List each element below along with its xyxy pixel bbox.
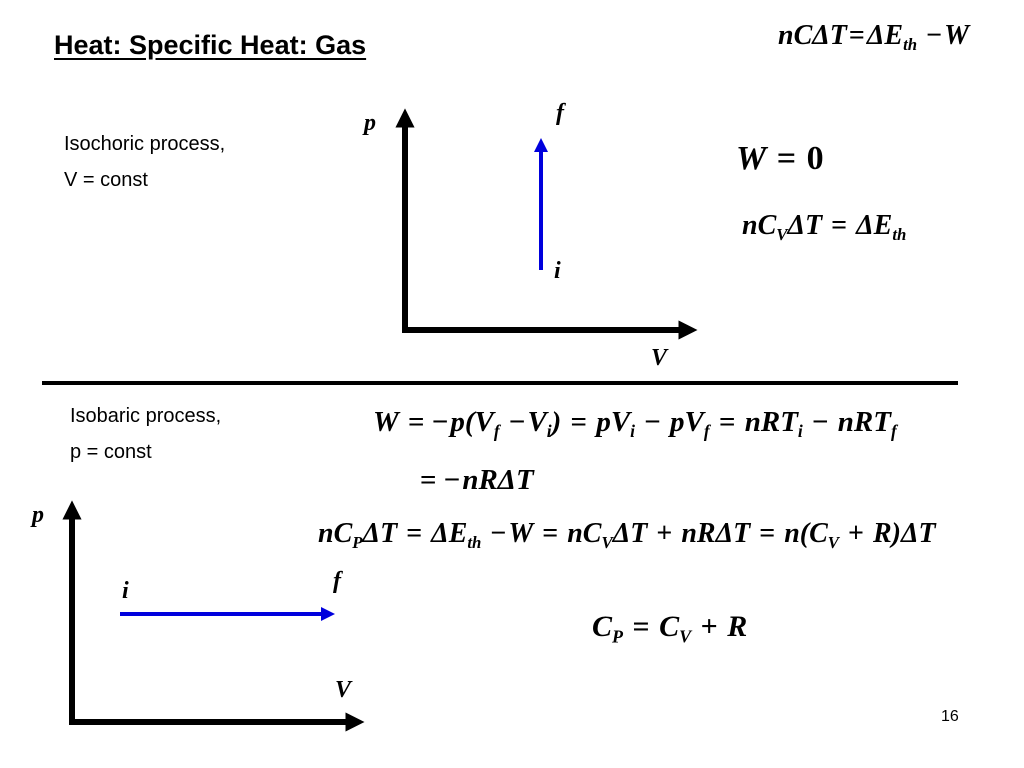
eq-subscript: f (890, 421, 897, 442)
eq-term: ΔT (362, 518, 398, 549)
eq-subscript: th (467, 532, 482, 552)
eq-term: ΔE (856, 210, 893, 241)
eq-term: C (659, 610, 680, 643)
eq-subscript: V (776, 224, 788, 244)
eq-subscript: P (612, 626, 624, 647)
eq-subscript: V (827, 532, 839, 552)
eq-term: W (944, 20, 969, 51)
eq-term: ΔE (866, 20, 904, 51)
eq-term: R (727, 610, 748, 643)
isochoric-label-line2: V = const (64, 169, 148, 191)
isochoric-energy-equation: nCVΔT = ΔEth (742, 210, 907, 244)
eq-term: ΔE (431, 518, 468, 549)
page-title: Heat: Specific Heat: Gas (54, 30, 367, 60)
isobaric-label-line1: Isobaric process, (70, 405, 222, 427)
isochoric-work-equation: W = 0 (736, 140, 824, 177)
eq-term: nCΔT (778, 20, 847, 51)
isobaric-heat-equation: nCPΔT = ΔEth −W = nCVΔT + nRΔT = n(CV + … (318, 518, 936, 552)
eq-term: nRT (744, 406, 798, 438)
isochoric-axis-label-p: p (364, 110, 376, 136)
isobaric-work-equation-line2: = −nRΔT (420, 464, 534, 496)
eq-subscript: i (797, 421, 803, 442)
eq-subscript: V (601, 532, 613, 552)
eq-term: ) (551, 406, 562, 438)
eq-term: W (373, 406, 399, 438)
eq-term: V (527, 406, 547, 438)
isobaric-point-f: f (333, 568, 341, 594)
eq-term: pV (670, 406, 704, 438)
eq-subscript: V (679, 626, 692, 647)
eq-subscript: f (493, 421, 500, 442)
eq-term: ΔT (787, 210, 823, 241)
eq-subscript: i (546, 421, 552, 442)
eq-subscript: P (352, 532, 363, 552)
isobaric-label: Isobaric process, p = const (70, 398, 221, 470)
section-divider (42, 381, 958, 385)
eq-term: 0 (806, 140, 824, 177)
eq-term: nRΔT (681, 518, 751, 549)
isobaric-point-i: i (122, 578, 129, 604)
isochoric-point-f: f (556, 100, 564, 126)
first-law-equation: nCΔT=ΔEth −W (778, 20, 969, 54)
eq-subscript: i (630, 421, 636, 442)
eq-term: pV (596, 406, 631, 438)
eq-term: n(C (784, 518, 828, 549)
eq-subscript: f (703, 421, 710, 442)
eq-term: nC (742, 210, 777, 241)
eq-term: nRT (837, 406, 891, 438)
isochoric-label-line1: Isochoric process, (64, 133, 226, 155)
eq-term: nC (567, 518, 602, 549)
eq-term: nRΔT (462, 464, 534, 496)
isobaric-axis-label-p: p (32, 502, 44, 528)
eq-term: C (592, 610, 613, 643)
eq-term: R)ΔT (872, 518, 936, 549)
eq-term: nC (318, 518, 353, 549)
eq-subscript: th (892, 224, 907, 244)
isochoric-point-i: i (554, 258, 561, 284)
isobaric-work-equation: W = −p(Vf −Vi) = pVi − pVf = nRTi − nRTf (373, 406, 897, 442)
eq-term: p(V (450, 406, 494, 438)
page-number: 16 (941, 708, 959, 725)
eq-term: W (736, 140, 767, 177)
eq-term: ΔT (612, 518, 648, 549)
eq-subscript: th (903, 34, 918, 54)
isochoric-axis-label-v: V (651, 345, 668, 371)
eq-term: W (508, 518, 534, 549)
isochoric-label: Isochoric process, V = const (64, 126, 225, 198)
isobaric-result-equation: CP = CV + R (592, 610, 748, 647)
isobaric-label-line2: p = const (70, 441, 152, 463)
isobaric-axis-label-v: V (335, 677, 352, 703)
